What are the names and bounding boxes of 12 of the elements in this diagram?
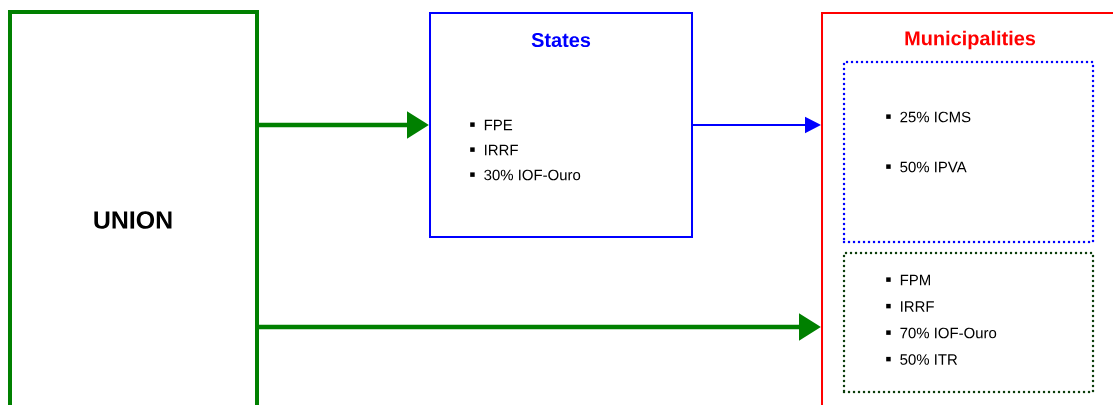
heading: States (531, 32, 591, 48)
list-item: IRRF (470, 144, 518, 156)
list-item: 25% ICMS (886, 111, 971, 123)
list-item: FPE (470, 119, 513, 131)
list-item: 30% IOF-Ouro (470, 169, 581, 181)
heading: Municipalities (905, 30, 1036, 50)
list-item: IRRF (886, 301, 934, 312)
list-item: 50% IPVA (886, 161, 967, 173)
box-label: UNION (94, 211, 172, 229)
list-item: FPM (886, 274, 930, 286)
list-item: 70% IOF-Ouro (886, 327, 997, 339)
list-item: 50% ITR (886, 354, 958, 365)
